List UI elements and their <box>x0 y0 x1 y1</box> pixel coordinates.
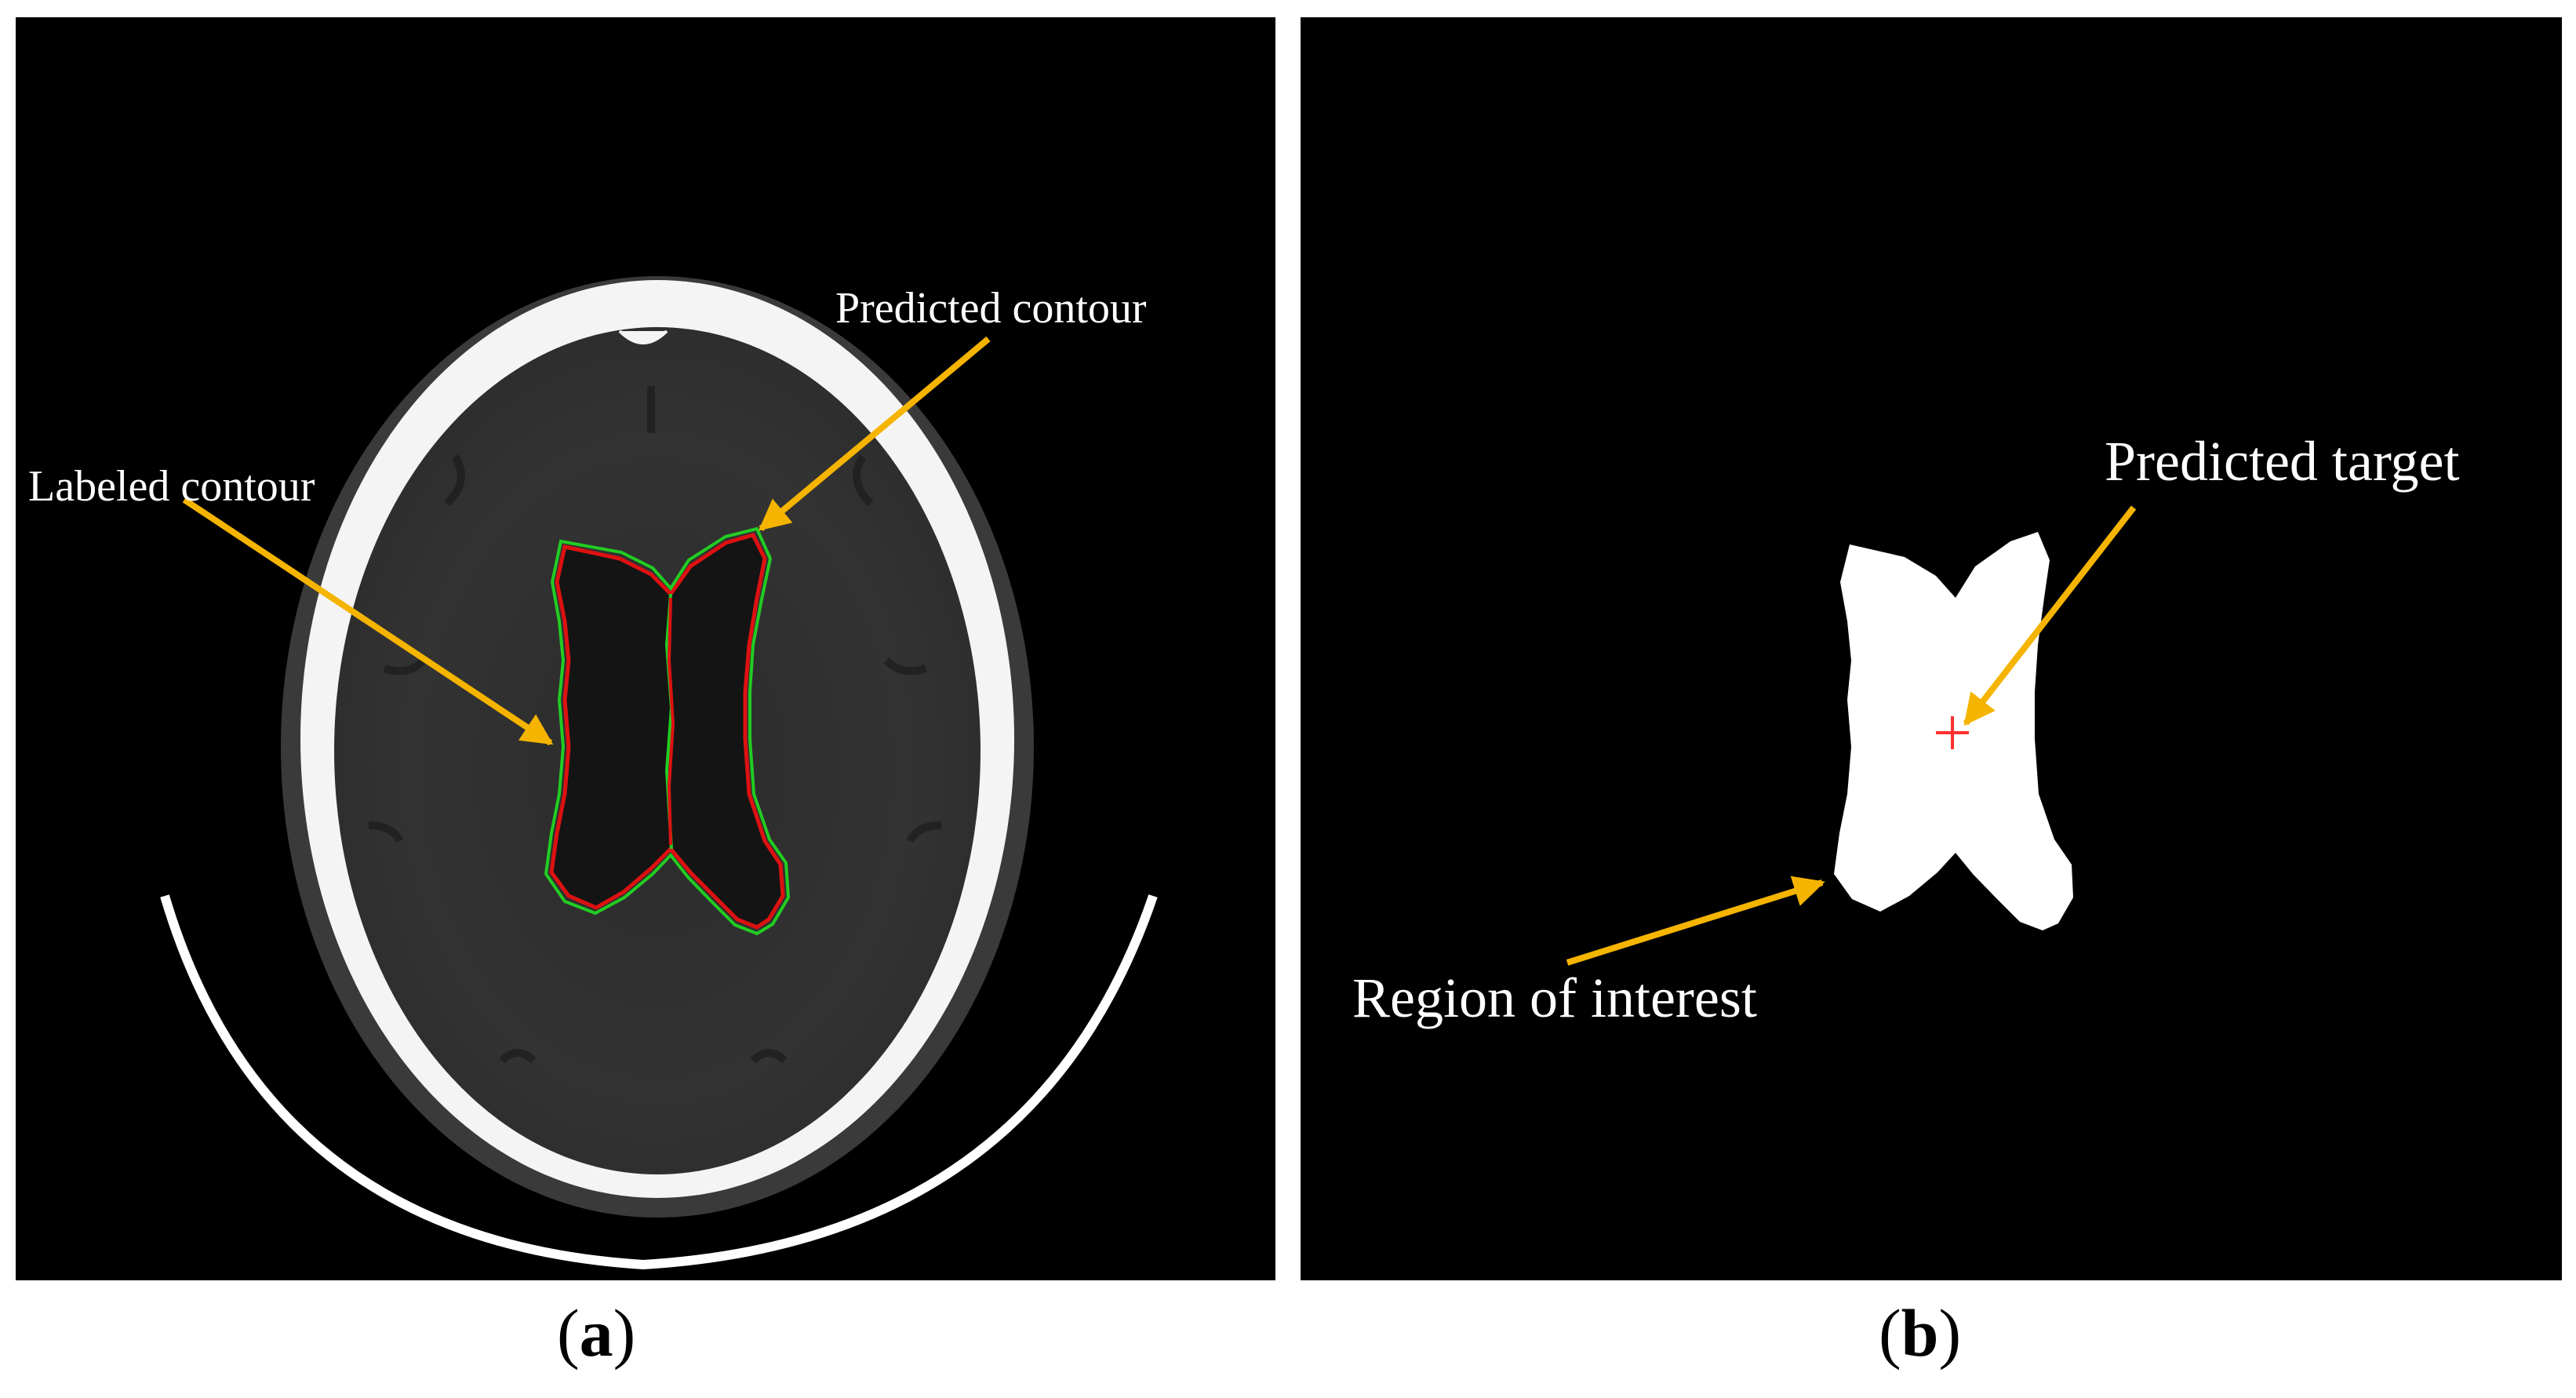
caption-a-open: ( <box>557 1295 580 1371</box>
sulci <box>368 386 942 1064</box>
predicted-target-marker <box>1936 716 1969 749</box>
head-rest-arc <box>160 894 1158 1270</box>
labeled-contour <box>549 533 785 930</box>
ct-slice-panel: Predicted contour Labeled contour <box>16 17 1275 1280</box>
septum-labeled <box>667 597 675 846</box>
ventricle <box>551 535 783 927</box>
caption-b-close: ) <box>1938 1295 1962 1371</box>
panel-b-caption: (b) <box>1879 1299 1961 1367</box>
predicted-contour-label: Predicted contour <box>835 284 1147 333</box>
caption-b-letter: b <box>1901 1295 1939 1371</box>
predicted-contour-arrow <box>758 336 991 532</box>
caption-b-open: ( <box>1879 1295 1901 1371</box>
ct-slice-image <box>160 276 1158 1270</box>
region-of-interest-label: Region of interest <box>1352 967 1757 1029</box>
region-mask-image <box>1566 505 2137 966</box>
panel-a-caption: (a) <box>557 1299 635 1367</box>
frontal-notch <box>618 329 668 344</box>
predicted-target-arrow <box>1963 505 2137 726</box>
labeled-contour-label: Labeled contour <box>28 462 315 511</box>
caption-a-letter: a <box>579 1295 613 1371</box>
region-mask-panel: Predicted target Region of interest <box>1301 17 2562 1280</box>
labeled-contour-arrow <box>182 497 554 746</box>
predicted-target-label: Predicted target <box>2105 430 2460 493</box>
caption-a-close: ) <box>613 1295 636 1371</box>
predicted-contour <box>544 526 791 936</box>
region-of-interest-arrow <box>1566 876 1825 966</box>
